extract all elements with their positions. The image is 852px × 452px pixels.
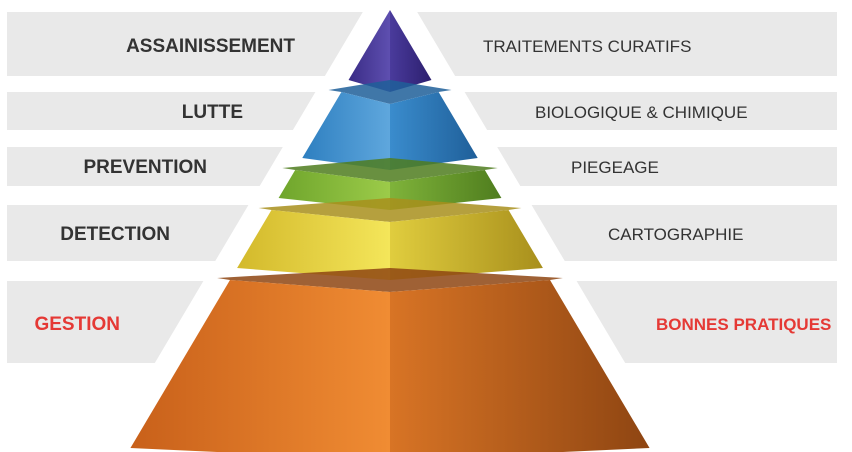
pyramid-tier-1 bbox=[348, 10, 432, 92]
label-bands bbox=[7, 12, 837, 363]
tier-label-left: LUTTE bbox=[182, 102, 243, 123]
pyramid-tier-3 bbox=[278, 158, 502, 210]
label-band-right bbox=[464, 92, 837, 130]
label-band-left bbox=[7, 12, 363, 76]
tier-label-right: TRAITEMENTS CURATIFS bbox=[483, 37, 691, 56]
tier-ledge bbox=[217, 268, 563, 292]
label-band-left bbox=[7, 281, 204, 363]
pyramid-tier-5 bbox=[130, 268, 650, 452]
tier-ledge bbox=[328, 80, 452, 104]
tier-face-right bbox=[390, 92, 478, 170]
tier-face-left bbox=[348, 10, 390, 92]
tier-face-left bbox=[278, 170, 390, 210]
label-band-right bbox=[576, 281, 837, 363]
label-band-right bbox=[531, 205, 837, 261]
tier-label-left: ASSAINISSEMENT bbox=[126, 36, 295, 57]
tier-label-left: GESTION bbox=[34, 314, 120, 335]
tier-ledge bbox=[258, 198, 522, 222]
pyramid-shape bbox=[130, 10, 650, 452]
tier-face-right bbox=[390, 210, 543, 280]
tier-label-left: DETECTION bbox=[60, 224, 170, 245]
tier-face-left bbox=[130, 280, 390, 452]
tier-label-right: CARTOGRAPHIE bbox=[608, 225, 743, 244]
tier-labels: ASSAINISSEMENT TRAITEMENTS CURATIFS LUTTE B… bbox=[34, 36, 831, 335]
tier-face-left bbox=[302, 92, 390, 170]
tier-label-left: PREVENTION bbox=[83, 157, 207, 178]
tier-face-right bbox=[390, 280, 650, 452]
tier-label-right: BONNES PRATIQUES bbox=[656, 315, 831, 334]
label-band-right bbox=[417, 12, 837, 76]
tier-ledge bbox=[282, 158, 498, 182]
pyramid-tier-4 bbox=[237, 198, 543, 280]
tier-face-left bbox=[237, 210, 390, 280]
pyramid-tier-2 bbox=[302, 80, 478, 170]
tier-face-right bbox=[390, 10, 432, 92]
tier-label-right: PIEGEAGE bbox=[571, 158, 659, 177]
tier-label-right: BIOLOGIQUE & CHIMIQUE bbox=[535, 103, 748, 122]
label-band-left bbox=[7, 147, 283, 186]
label-band-left bbox=[7, 92, 316, 130]
label-band-left bbox=[7, 205, 249, 261]
label-band-right bbox=[497, 147, 837, 186]
tier-face-right bbox=[390, 170, 502, 210]
